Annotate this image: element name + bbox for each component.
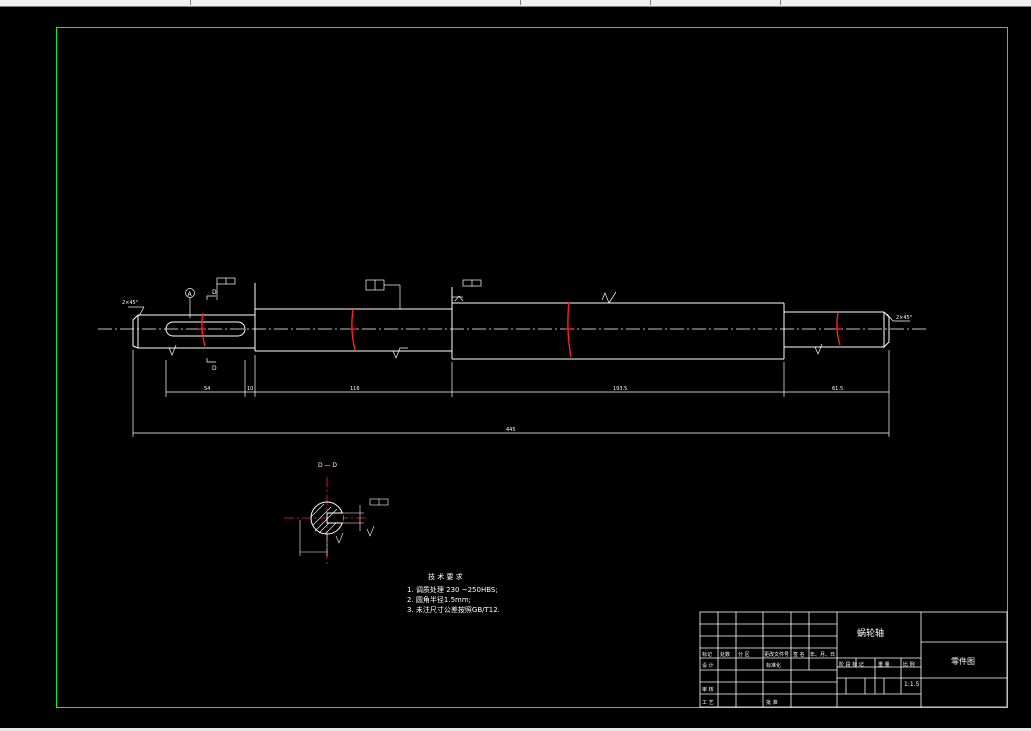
tech-req-3: 3. 未注尺寸公差按照GB/T12. (407, 605, 500, 614)
section-view-dd: D — D (284, 462, 389, 565)
dim-gap: 10 (247, 386, 253, 392)
tb-process: 工 艺 (702, 700, 714, 706)
tb-standardize: 标准化 (766, 662, 781, 669)
scale-value: 1:1.5 (904, 681, 920, 688)
tech-title: 技 术 要 求 (428, 572, 463, 581)
dim-seg2: 116 (350, 386, 360, 392)
tb-designer: 设 计 (702, 662, 714, 669)
drawing-type: 零件图 (951, 656, 975, 666)
cut-letter-bottom: D (212, 365, 217, 372)
tb-count: 处数 (720, 651, 730, 658)
drawing-border (56, 27, 1008, 708)
dim-keyway-length: 54 (204, 386, 210, 392)
toolbar-segment[interactable] (190, 0, 521, 5)
toolbar-segment[interactable] (0, 0, 191, 5)
tb-ratio: 比 例 (903, 661, 915, 668)
dim-seg4: 61.5 (832, 386, 843, 392)
chamfer-right: 2×45° (896, 315, 913, 321)
shaft-outline (132, 283, 890, 360)
technical-requirements: 技 术 要 求 1. 调质处理 230 ~250HBS; 2. 圆角半径1.5m… (407, 572, 500, 614)
part-name: 蜗轮轴 (857, 627, 884, 639)
dimension-lines (132, 350, 890, 437)
title-block-grid (699, 611, 1008, 708)
tb-stage-mark: 阶 段 标 记 (839, 661, 864, 668)
chamfer-left: 2×45° (122, 300, 139, 306)
tech-req-2: 2. 圆角半径1.5mm; (407, 595, 471, 604)
window-bottom-edge (0, 728, 1031, 731)
dim-seg3: 193.5 (613, 386, 627, 392)
section-label: D — D (318, 462, 337, 469)
tech-req-1: 1. 调质处理 230 ~250HBS; (407, 585, 498, 594)
section-marks (198, 301, 842, 358)
cut-letter-top: D (212, 289, 217, 296)
tb-mark: 标记 (702, 651, 712, 658)
tb-zone: 分 区 (738, 651, 750, 658)
datum-label: A (188, 291, 193, 298)
window-top-toolbar (0, 0, 1031, 7)
tb-change-doc: 更改文件号 (764, 651, 789, 658)
tb-date: 年、月、日 (810, 651, 835, 658)
dim-total: 445 (506, 427, 516, 433)
tb-weight: 重 量 (878, 661, 890, 668)
title-block-text: 蜗轮轴 零件图 1:1.5 标记 处数 分 区 更改文件号 签 名 年、月、日 … (702, 627, 975, 706)
toolbar-segment[interactable] (520, 0, 651, 5)
annotation-symbols (128, 277, 910, 363)
tb-signature: 签 名 (793, 651, 805, 658)
tb-approve: 批 准 (766, 699, 778, 706)
toolbar-segment[interactable] (650, 0, 781, 5)
tb-reviewer: 审 核 (702, 686, 714, 693)
